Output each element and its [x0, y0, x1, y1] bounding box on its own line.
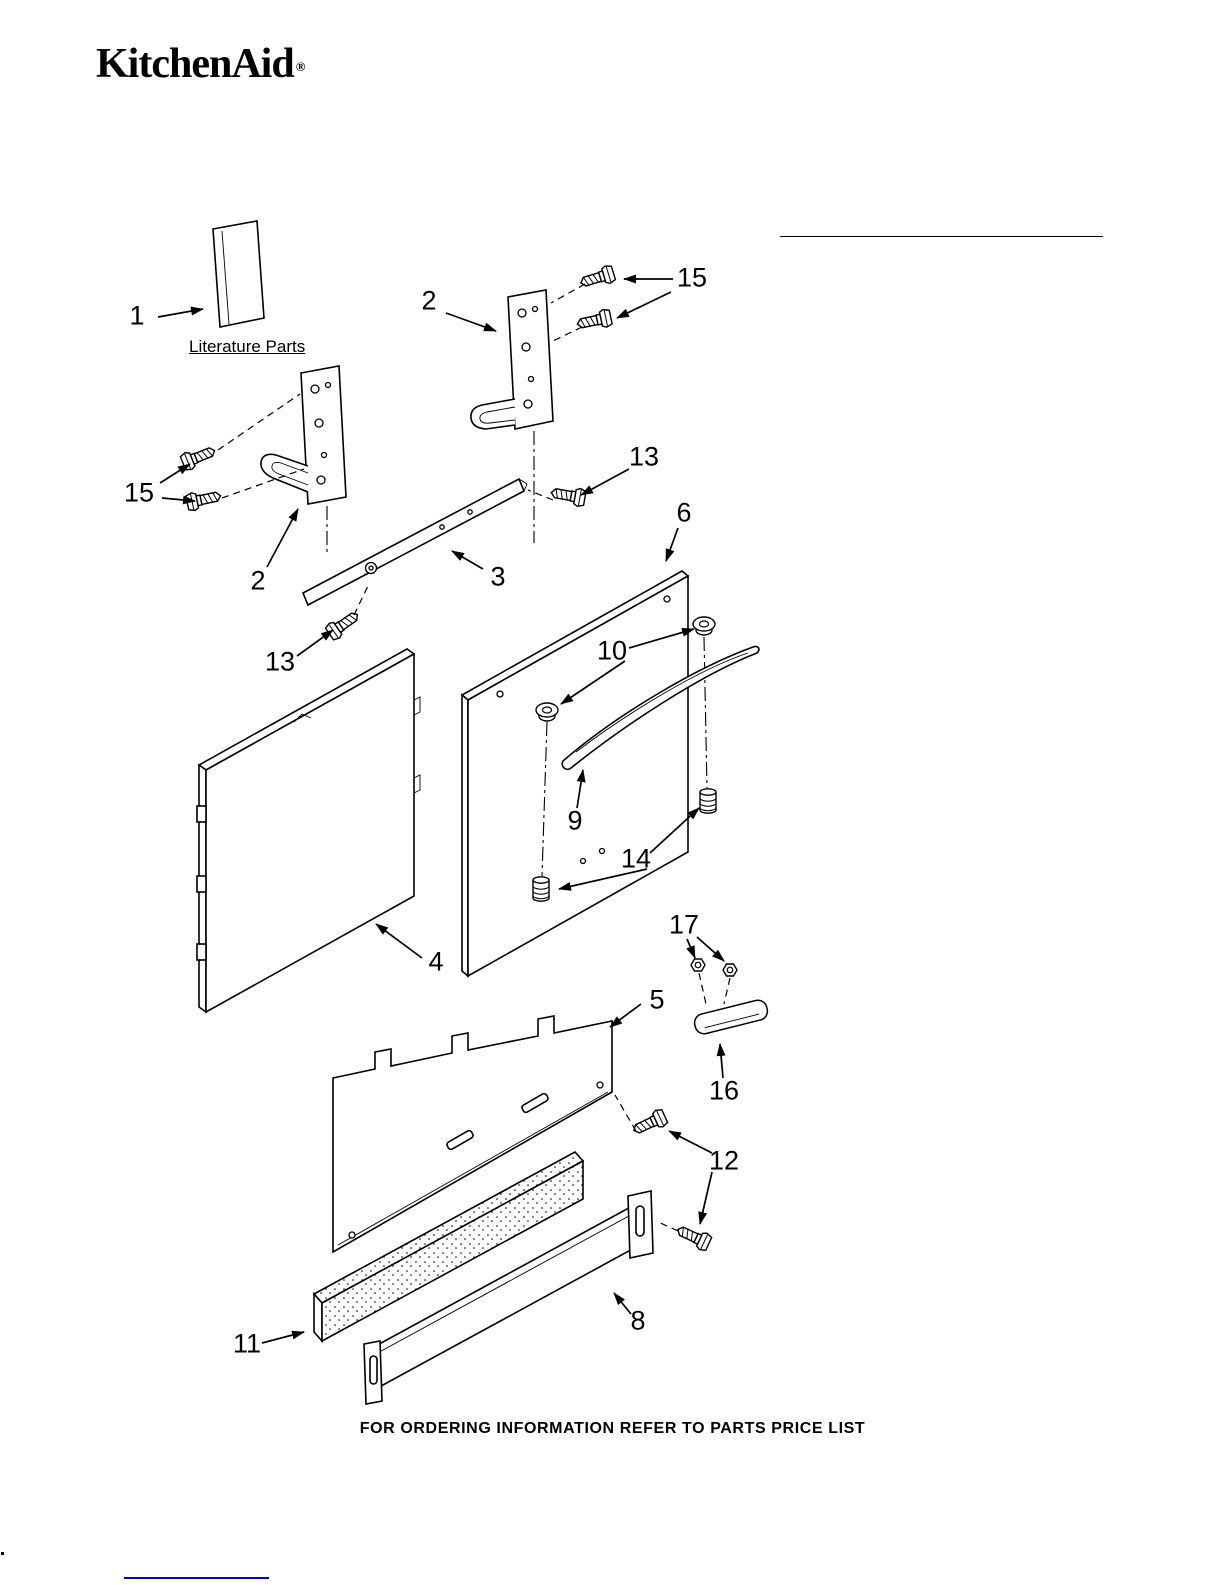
part-8-access-panel	[363, 1190, 654, 1405]
part-6-door-outer-panel	[460, 570, 690, 978]
part-5-toe-bracket	[332, 1015, 613, 1254]
callout-arrows	[157, 274, 726, 1344]
part-16-end-cap	[693, 999, 769, 1035]
callout-15-top: 15	[676, 262, 708, 293]
part-3-mount-strip	[301, 477, 528, 607]
literature-parts-label: Literature Parts	[189, 337, 306, 356]
part-2-bracket-top	[470, 289, 554, 543]
part-12-screw-top	[629, 1107, 670, 1140]
part-9-door-handle	[561, 645, 760, 771]
callout-11: 11	[232, 1328, 262, 1359]
callout-3: 3	[490, 561, 506, 592]
part-15-screw-top-1	[577, 263, 617, 293]
brand-name: KitchenAid	[96, 41, 295, 87]
brand-logo: KitchenAid®	[96, 40, 306, 88]
stray-mark	[1, 1552, 4, 1555]
assembly-leader-lines	[217, 283, 731, 1232]
callout-10: 10	[596, 635, 628, 666]
callout-13-bottom: 13	[264, 646, 296, 677]
footer-link-line	[124, 1577, 269, 1579]
callout-15-left: 15	[123, 477, 155, 508]
part-4-inner-door-panel	[196, 648, 421, 1014]
callout-1: 1	[129, 300, 145, 331]
callout-17: 17	[668, 909, 700, 940]
callout-16: 16	[708, 1075, 740, 1106]
registered-mark-icon: ®	[295, 59, 306, 74]
callout-14: 14	[620, 843, 652, 874]
part-13-screw-bottom	[323, 606, 364, 643]
callout-6: 6	[676, 497, 692, 528]
part-12-screw-bottom	[673, 1220, 714, 1253]
model-writein-line	[780, 236, 1103, 237]
part-11-insulation-strip	[312, 1150, 585, 1344]
part-15-screw-top-2	[574, 307, 614, 334]
callout-2-top: 2	[421, 285, 437, 316]
part-10-grommet-right	[692, 616, 716, 636]
callout-4: 4	[428, 946, 444, 977]
callout-2-left: 2	[250, 565, 266, 596]
part-13-screw-top	[549, 482, 588, 508]
handle-mount-centerline-right	[703, 636, 708, 789]
callout-8: 8	[630, 1305, 646, 1336]
part-17-nut-right	[722, 963, 738, 977]
callout-13-top: 13	[628, 441, 660, 472]
part-10-grommet-left	[535, 702, 559, 722]
part-15-screw-left-2	[184, 486, 224, 513]
part-2-bracket-left	[260, 365, 347, 556]
callout-9: 9	[567, 805, 583, 836]
part-17-nut-left	[690, 958, 706, 972]
part-14-spacer-right	[699, 788, 717, 814]
callout-12: 12	[708, 1145, 740, 1176]
footer-ordering-note: FOR ORDERING INFORMATION REFER TO PARTS …	[359, 1420, 866, 1437]
handle-mount-centerline-left	[541, 721, 548, 877]
part-1-literature-booklet	[212, 220, 265, 328]
callout-5: 5	[649, 984, 665, 1015]
